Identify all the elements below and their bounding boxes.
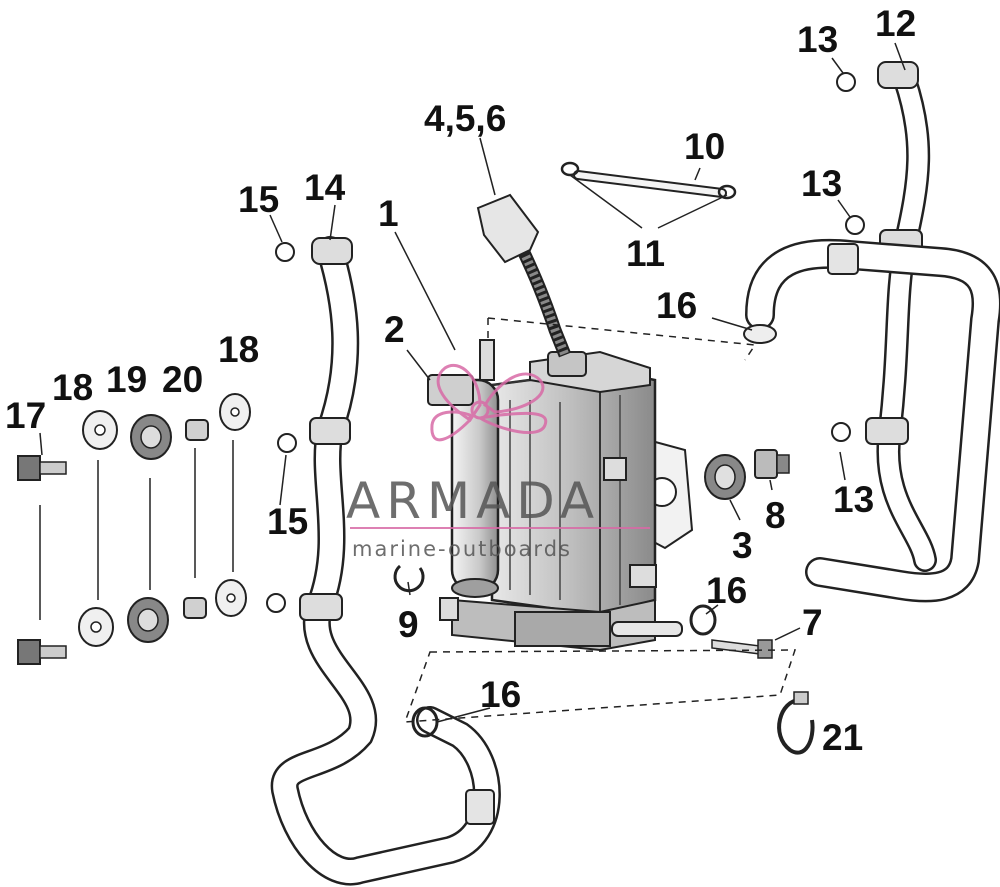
tube-10: [560, 161, 737, 200]
callout-12: 12: [875, 3, 916, 44]
callout-7: 7: [802, 602, 823, 643]
callout-16: 16: [480, 674, 521, 715]
callout-20: 20: [162, 359, 203, 400]
hose-left: [270, 236, 501, 886]
callout-13: 13: [797, 19, 838, 60]
callout-13: 13: [801, 163, 842, 204]
callout-16: 16: [656, 285, 697, 326]
callout-9: 9: [398, 604, 419, 645]
callout-18: 18: [52, 367, 93, 408]
callout-11: 11: [626, 233, 665, 274]
leader-lines: [39, 42, 906, 723]
watermark: ARMADA marine-outboards: [346, 364, 650, 561]
callout-14: 14: [304, 167, 346, 208]
callout-4-5-6: 4,5,6: [424, 98, 506, 139]
callout-2: 2: [384, 309, 405, 350]
callout-16: 16: [706, 570, 747, 611]
watermark-brand: ARMADA: [346, 472, 600, 530]
callout-19: 19: [106, 359, 147, 400]
mounting-hardware: [17, 393, 251, 665]
callout-13: 13: [833, 479, 874, 520]
callout-3: 3: [732, 525, 753, 566]
assembly-guides: [403, 317, 797, 723]
callout-21: 21: [822, 717, 863, 758]
callout-8: 8: [765, 495, 786, 536]
callouts: 12 13 13 13 4,5,6 10 11 15 14 1 16 2 18 …: [5, 3, 916, 758]
callout-1: 1: [378, 193, 399, 234]
bolt-17-lower: [17, 639, 67, 665]
watermark-tagline: marine-outboards: [352, 537, 572, 561]
propeller-logo-icon: [430, 364, 548, 442]
callout-15: 15: [238, 179, 279, 220]
callout-18: 18: [218, 329, 259, 370]
wiring-harness: [476, 193, 572, 358]
callout-17: 17: [5, 395, 46, 436]
hose-right-loop: [745, 238, 1000, 603]
callout-10: 10: [684, 126, 725, 167]
small-parts: [266, 72, 865, 755]
callout-15: 15: [267, 501, 308, 542]
hose-upper-right: [865, 61, 937, 572]
bolt-17-upper: [17, 455, 67, 481]
fuel-pump-canister: [427, 339, 500, 598]
